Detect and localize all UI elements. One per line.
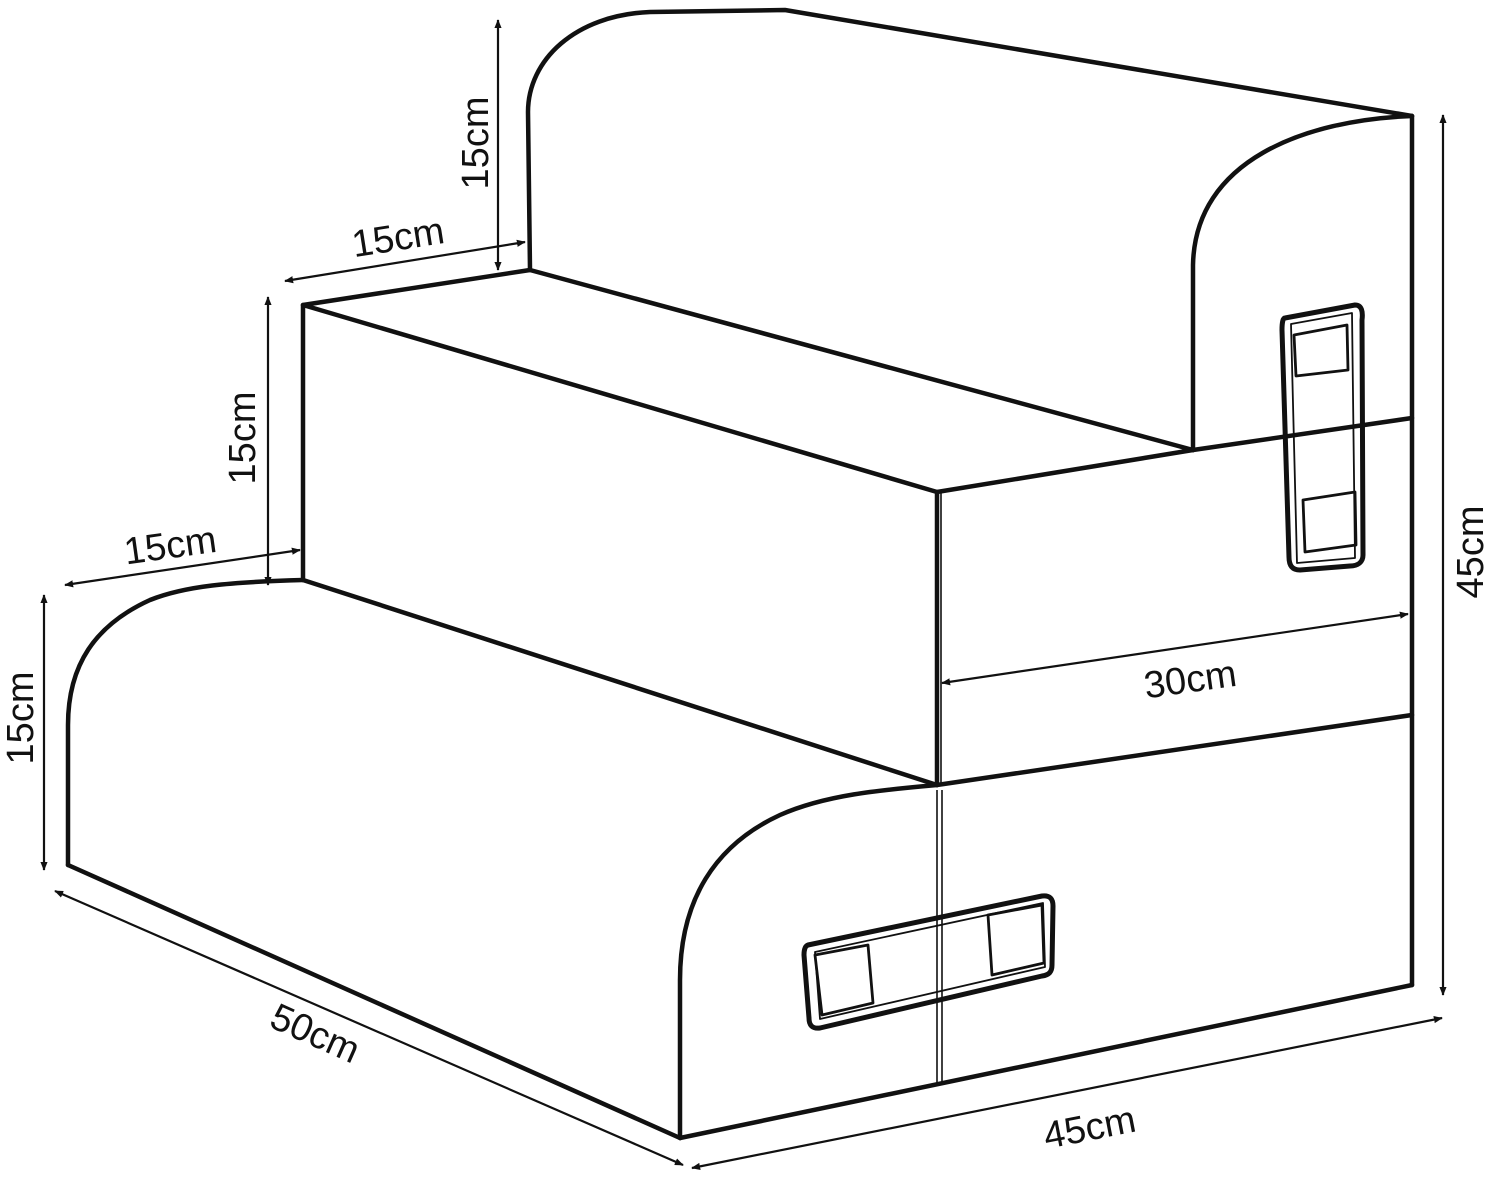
label-upper-width: 30cm [1141,653,1239,708]
bottom-step-upper-right [934,712,1415,788]
bottom-step-left-base [65,862,683,1141]
stairs-outline [65,7,1415,1141]
middle-step-right-top [1190,415,1415,453]
back-step-right-side [1190,113,1415,453]
back-step-top [525,7,1415,273]
label-bottom-width: 45cm [1040,1099,1139,1158]
front-handle [801,893,1056,1031]
side-handle [1279,302,1366,573]
label-bottom-length: 50cm [264,996,366,1072]
middle-step-front-face [300,267,1196,583]
middle-step-top-edge [300,302,1196,495]
label-front-step-height: 15cm [0,672,42,765]
label-total-height: 45cm [1450,506,1492,599]
label-back-step-height: 15cm [455,97,497,190]
dimension-lines [40,19,1447,1170]
bottom-step-rounded-left [65,577,306,868]
label-middle-step-height: 15cm [222,392,264,485]
bottom-step-rounded-right [677,782,940,1141]
bottom-step-top [300,577,940,788]
